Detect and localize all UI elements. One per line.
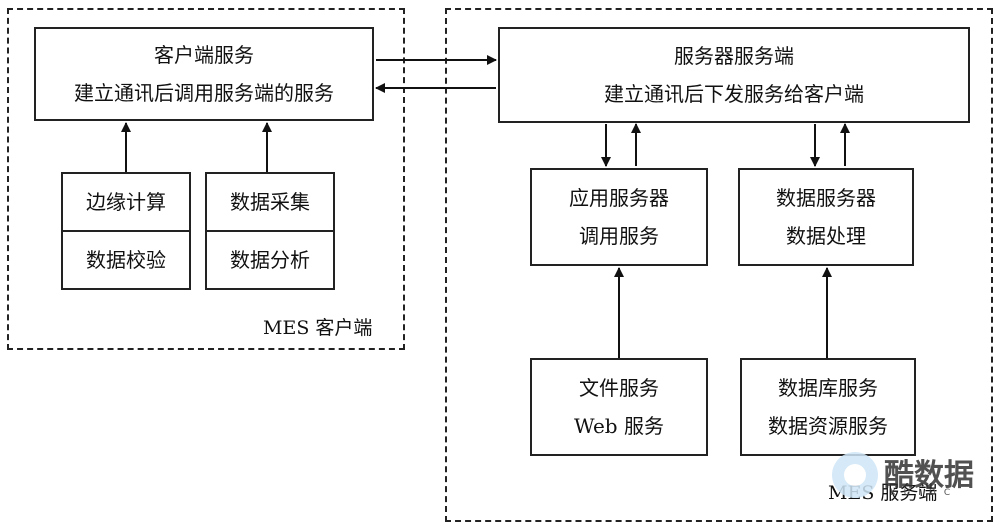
server-service-title: 服务器服务端 xyxy=(674,44,794,68)
server-service-box: 服务器服务端 建立通讯后下发服务给客户端 xyxy=(498,27,970,123)
edge-compute-box: 边缘计算 xyxy=(61,172,191,232)
db-service-title: 数据库服务 xyxy=(778,376,878,400)
data-analysis-box: 数据分析 xyxy=(205,230,335,290)
data-collection-box: 数据采集 xyxy=(205,172,335,232)
server-service-desc: 建立通讯后下发服务给客户端 xyxy=(604,82,864,106)
file-service-desc: Web 服务 xyxy=(574,414,664,438)
app-server-box: 应用服务器 调用服务 xyxy=(530,168,708,266)
mes-client-group xyxy=(7,8,405,350)
watermark-logo-icon xyxy=(832,452,878,498)
app-server-desc: 调用服务 xyxy=(579,224,659,248)
db-service-box: 数据库服务 数据资源服务 xyxy=(740,358,916,456)
data-validation-label: 数据校验 xyxy=(86,248,166,272)
mes-server-group xyxy=(445,8,993,522)
data-collection-label: 数据采集 xyxy=(230,190,310,214)
watermark-subtext: KUIDC xyxy=(890,488,959,498)
client-service-box: 客户端服务 建立通讯后调用服务端的服务 xyxy=(34,27,374,121)
data-server-desc: 数据处理 xyxy=(786,224,866,248)
db-service-desc: 数据资源服务 xyxy=(768,414,888,438)
file-service-title: 文件服务 xyxy=(579,376,659,400)
watermark-text: 酷数据 xyxy=(884,458,974,493)
data-server-title: 数据服务器 xyxy=(776,186,876,210)
client-service-desc: 建立通讯后调用服务端的服务 xyxy=(74,81,334,105)
watermark: 酷数据 KUIDC xyxy=(822,448,992,506)
edge-compute-label: 边缘计算 xyxy=(86,190,166,214)
file-service-box: 文件服务 Web 服务 xyxy=(530,358,708,456)
app-server-title: 应用服务器 xyxy=(569,186,669,210)
data-analysis-label: 数据分析 xyxy=(230,248,310,272)
mes-client-label: MES 客户端 xyxy=(263,317,373,339)
client-service-title: 客户端服务 xyxy=(154,43,254,67)
data-server-box: 数据服务器 数据处理 xyxy=(738,168,914,266)
data-validation-box: 数据校验 xyxy=(61,230,191,290)
